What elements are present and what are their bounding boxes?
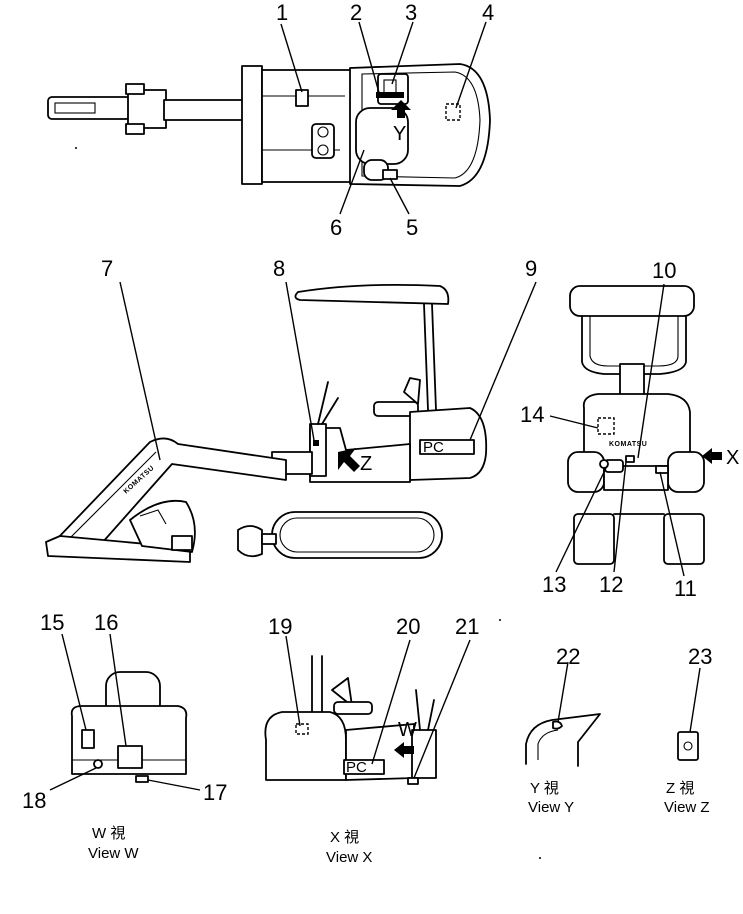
rear-brand-text: KOMATSU bbox=[609, 441, 647, 448]
view-y-decal-22 bbox=[552, 720, 563, 730]
view-w-caption-jp: W 視 bbox=[92, 825, 125, 842]
side-pc-plate bbox=[419, 439, 475, 455]
callout-1: 1 bbox=[276, 0, 288, 25]
rear-view-machine: KOMATSU bbox=[567, 285, 722, 565]
view-z-caption-jp: Z 視 bbox=[666, 780, 694, 797]
callout-22: 22 bbox=[556, 644, 580, 669]
top-view-machine bbox=[47, 63, 491, 187]
side-pc-plate-text: PC bbox=[423, 439, 444, 456]
callout-16: 16 bbox=[94, 610, 118, 635]
callout-20: 20 bbox=[396, 614, 420, 639]
view-y-caption-jp: Y 視 bbox=[530, 780, 559, 797]
callout-18: 18 bbox=[22, 788, 46, 813]
callout-5: 5 bbox=[406, 215, 418, 240]
callout-19: 19 bbox=[268, 614, 292, 639]
view-x-letter: X bbox=[726, 447, 739, 469]
callout-13: 13 bbox=[542, 572, 566, 597]
view-x-caption-jp: X 視 bbox=[330, 829, 359, 846]
view-x-caption-en: View X bbox=[326, 849, 372, 866]
view-w-arrow-icon bbox=[394, 742, 414, 758]
callout-2: 2 bbox=[350, 0, 362, 25]
view-w-drawing bbox=[70, 671, 188, 783]
view-x-pc-plate-text: PC bbox=[346, 759, 367, 776]
callout-23: 23 bbox=[688, 644, 712, 669]
view-z-letter: Z bbox=[360, 453, 372, 475]
callout-21: 21 bbox=[455, 614, 479, 639]
callout-8: 8 bbox=[273, 256, 285, 281]
view-w-caption-en: View W bbox=[88, 845, 139, 862]
view-x-drawing: PC bbox=[264, 655, 437, 785]
callout-11: 11 bbox=[674, 576, 697, 601]
side-view-machine: PC KOMATSU bbox=[45, 283, 488, 563]
callout-17: 17 bbox=[203, 780, 227, 805]
callout-10: 10 bbox=[652, 258, 676, 283]
view-z-arrow-icon bbox=[338, 448, 360, 472]
callout-14: 14 bbox=[520, 402, 544, 427]
callout-12: 12 bbox=[599, 572, 623, 597]
view-z-caption-en: View Z bbox=[664, 799, 710, 816]
view-x-arrow-icon bbox=[702, 448, 722, 464]
callout-7: 7 bbox=[101, 256, 113, 281]
callout-9: 9 bbox=[525, 256, 537, 281]
view-z-drawing bbox=[677, 731, 699, 761]
view-x-pc-plate bbox=[343, 759, 385, 775]
callout-6: 6 bbox=[330, 215, 342, 240]
callout-15: 15 bbox=[40, 610, 64, 635]
view-w-plate-16 bbox=[117, 745, 143, 769]
view-y-drawing bbox=[525, 713, 601, 767]
callout-3: 3 bbox=[405, 0, 417, 25]
callout-4: 4 bbox=[482, 0, 494, 25]
view-z-plate-23 bbox=[677, 731, 699, 761]
view-y-caption-en: View Y bbox=[528, 799, 574, 816]
view-y-letter-top: Y bbox=[393, 123, 406, 145]
view-w-letter: W bbox=[398, 719, 417, 741]
view-y-arrow-icon bbox=[391, 100, 411, 118]
